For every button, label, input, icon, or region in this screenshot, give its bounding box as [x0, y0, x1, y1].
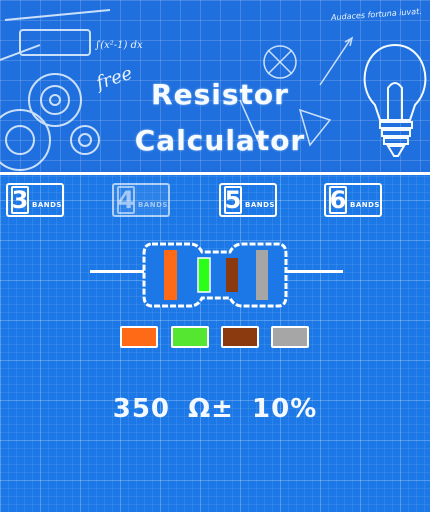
resistance-value: 350	[112, 394, 171, 424]
header-divider	[0, 172, 430, 175]
three-bands-number: 3	[11, 186, 29, 214]
svg-text:∫(x²-1) dx: ∫(x²-1) dx	[95, 40, 143, 51]
app-title-line1: Resistor	[151, 78, 289, 111]
resistance-unit: Ω±	[188, 394, 234, 424]
resistor-band-2[interactable]	[197, 257, 211, 293]
blueprint-sketch-illustration: ∫(x²-1) dx	[0, 9, 427, 171]
six-bands-label: BANDS	[350, 201, 380, 209]
five-bands-number: 5	[224, 186, 242, 214]
band-2-color-swatch[interactable]	[171, 326, 209, 348]
resistor-body	[142, 242, 288, 308]
header-banner: ∫(x²-1) dx Audaces fortuna iuvat. free R…	[0, 0, 430, 172]
resistor-band-4[interactable]	[256, 250, 268, 300]
six-bands-number: 6	[329, 186, 347, 214]
four-bands-number: 4	[117, 186, 135, 214]
six-bands-button[interactable]: 6 BANDS	[324, 183, 382, 217]
band-count-selector: 3 BANDS 4 BANDS 5 BANDS 6 BANDS	[0, 183, 430, 221]
resistor-band-3[interactable]	[226, 258, 238, 292]
resistor-band-1[interactable]	[164, 250, 177, 300]
resistance-result: 350 Ω± 10%	[0, 394, 430, 424]
four-bands-button[interactable]: 4 BANDS	[112, 183, 170, 217]
band-1-color-swatch[interactable]	[120, 326, 158, 348]
app-title-line2: Calculator	[134, 124, 306, 157]
resistor-diagram	[0, 232, 430, 312]
five-bands-label: BANDS	[245, 201, 275, 209]
color-swatch-row	[0, 326, 430, 350]
three-bands-button[interactable]: 3 BANDS	[6, 183, 64, 217]
four-bands-label: BANDS	[138, 201, 168, 209]
five-bands-button[interactable]: 5 BANDS	[219, 183, 277, 217]
three-bands-label: BANDS	[32, 201, 62, 209]
band-3-color-swatch[interactable]	[221, 326, 259, 348]
band-4-color-swatch[interactable]	[271, 326, 309, 348]
resistor-lead-left	[90, 270, 150, 273]
resistor-lead-right	[285, 270, 343, 273]
tolerance-value: 10%	[252, 394, 318, 424]
